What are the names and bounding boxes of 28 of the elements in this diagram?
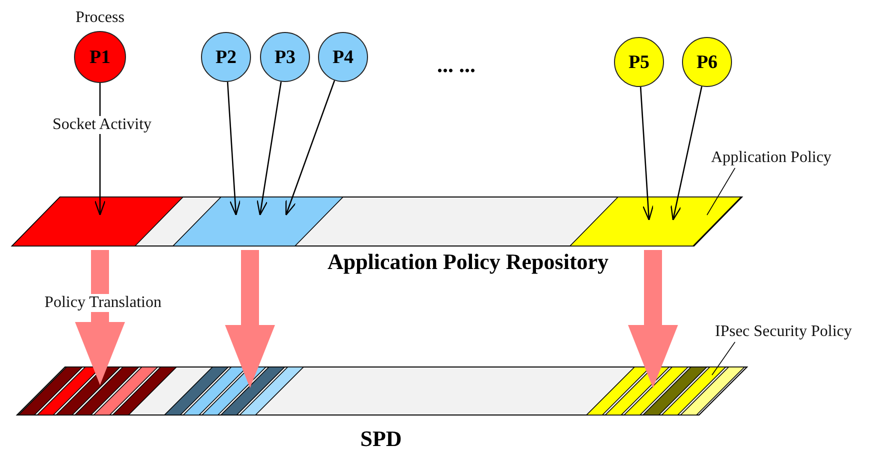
arrow <box>285 80 336 216</box>
ellipsis-text: ... ... <box>437 52 476 78</box>
leader-line <box>712 342 736 376</box>
process-label: P6 <box>696 52 718 72</box>
process-circle <box>682 37 732 87</box>
process-label: P1 <box>89 48 111 66</box>
leader-line <box>706 168 736 216</box>
process-circle <box>318 32 368 82</box>
process-label: P2 <box>215 48 237 66</box>
callout-text: Application Policy <box>711 148 832 168</box>
process-circle <box>74 31 126 83</box>
node-caption: Process <box>76 9 124 27</box>
process-label: P3 <box>274 48 296 66</box>
process-circle <box>614 37 664 87</box>
arrow <box>256 82 282 216</box>
process-label: P4 <box>332 48 354 66</box>
translation-arrow <box>225 250 275 388</box>
band-title: Application Policy Repository <box>327 249 609 275</box>
arrow <box>640 86 654 221</box>
process-circle <box>260 32 310 82</box>
translation-arrow <box>628 250 678 388</box>
callout-text: IPsec Security Policy <box>715 322 852 342</box>
edge-label: Policy Translation <box>42 294 164 312</box>
process-label: P5 <box>628 52 650 72</box>
band-title: SPD <box>360 426 402 452</box>
arrow <box>226 82 241 216</box>
arrow <box>670 86 702 221</box>
process-circle <box>201 32 251 82</box>
